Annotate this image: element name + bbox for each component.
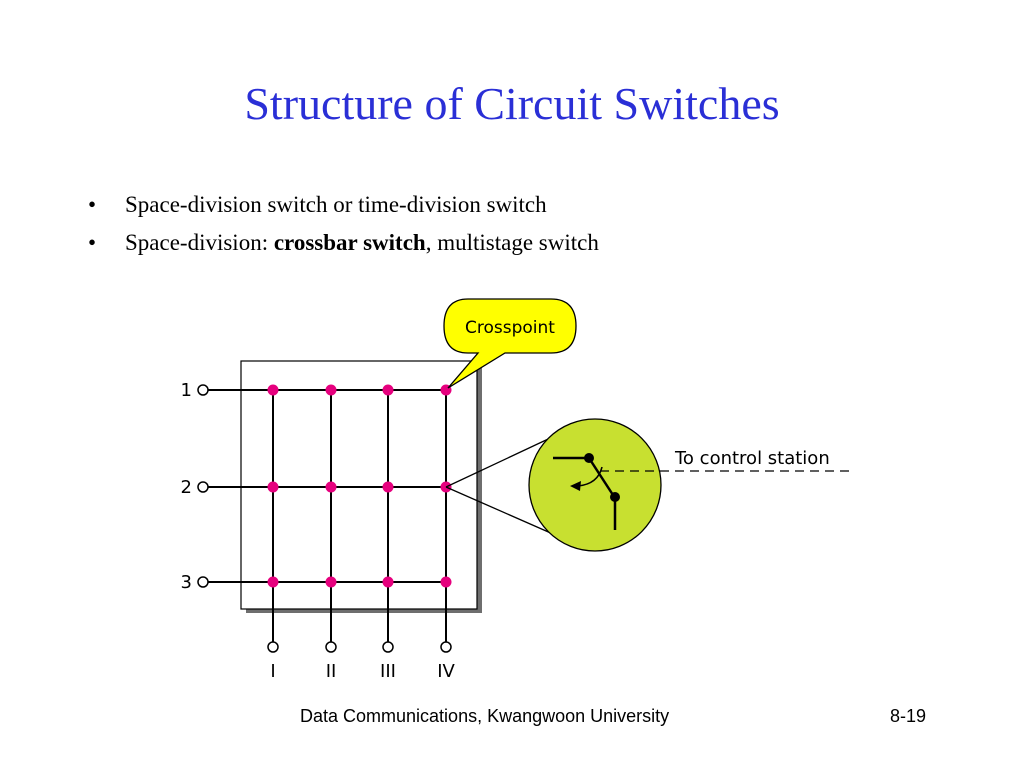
input-terminal xyxy=(197,384,209,396)
input-label: 3 xyxy=(181,572,192,593)
crosspoint-callout xyxy=(443,298,577,389)
crosspoint xyxy=(440,576,452,588)
crosspoint-magnified xyxy=(528,418,662,552)
output-terminals xyxy=(267,641,452,653)
crosspoint-dots xyxy=(267,384,452,588)
output-labels: I II III IV xyxy=(270,661,455,682)
switch-blade xyxy=(587,457,615,496)
output-label: II xyxy=(326,661,337,682)
bullet-text-prefix: Space-division: xyxy=(125,230,274,255)
output-lines xyxy=(272,390,447,642)
bullet-text: Space-division switch or time-division s… xyxy=(125,192,547,217)
crosspoint xyxy=(267,576,279,588)
bullet-marker: • xyxy=(88,192,97,217)
bullet-text-suffix: , multistage switch xyxy=(425,230,599,255)
output-terminal xyxy=(440,641,452,653)
bullet-list: • Space-division switch or time-division… xyxy=(88,186,599,262)
input-label: 2 xyxy=(181,477,192,498)
bullet-item: • Space-division switch or time-division… xyxy=(88,186,599,224)
bullet-marker: • xyxy=(88,230,97,255)
actuation-arc xyxy=(577,466,603,487)
output-label: IV xyxy=(437,661,455,682)
switch-contact-icon xyxy=(553,456,617,530)
crosspoint xyxy=(325,481,337,493)
crosspoint xyxy=(267,384,279,396)
footer-text: Data Communications, Kwangwoon Universit… xyxy=(300,706,670,726)
callout-label: Crosspoint xyxy=(465,318,555,338)
switch-contact-top xyxy=(584,453,594,463)
input-terminal xyxy=(197,576,209,588)
crosspoint xyxy=(382,481,394,493)
switch-contact-bottom xyxy=(610,492,620,502)
output-terminal xyxy=(382,641,394,653)
crosspoint xyxy=(382,576,394,588)
bullet-text-bold: crossbar switch xyxy=(273,230,426,255)
output-terminal xyxy=(325,641,337,653)
switch-box xyxy=(240,360,478,610)
input-terminals xyxy=(197,384,209,588)
control-station-label: To control station xyxy=(674,448,830,469)
input-labels: 1 2 3 xyxy=(181,380,192,593)
bullet-item: • Space-division: crossbar switch, multi… xyxy=(88,224,599,262)
crosspoint xyxy=(382,384,394,396)
crosspoint xyxy=(325,576,337,588)
output-terminal xyxy=(267,641,279,653)
input-label: 1 xyxy=(181,380,192,401)
input-terminal xyxy=(197,481,209,493)
output-label: I xyxy=(270,661,275,682)
slide-title: Structure of Circuit Switches xyxy=(244,78,780,129)
crosspoint xyxy=(267,481,279,493)
actuation-arrow-icon xyxy=(570,481,581,491)
output-label: III xyxy=(380,661,396,682)
crosspoint xyxy=(325,384,337,396)
page-number: 8-19 xyxy=(890,706,927,726)
